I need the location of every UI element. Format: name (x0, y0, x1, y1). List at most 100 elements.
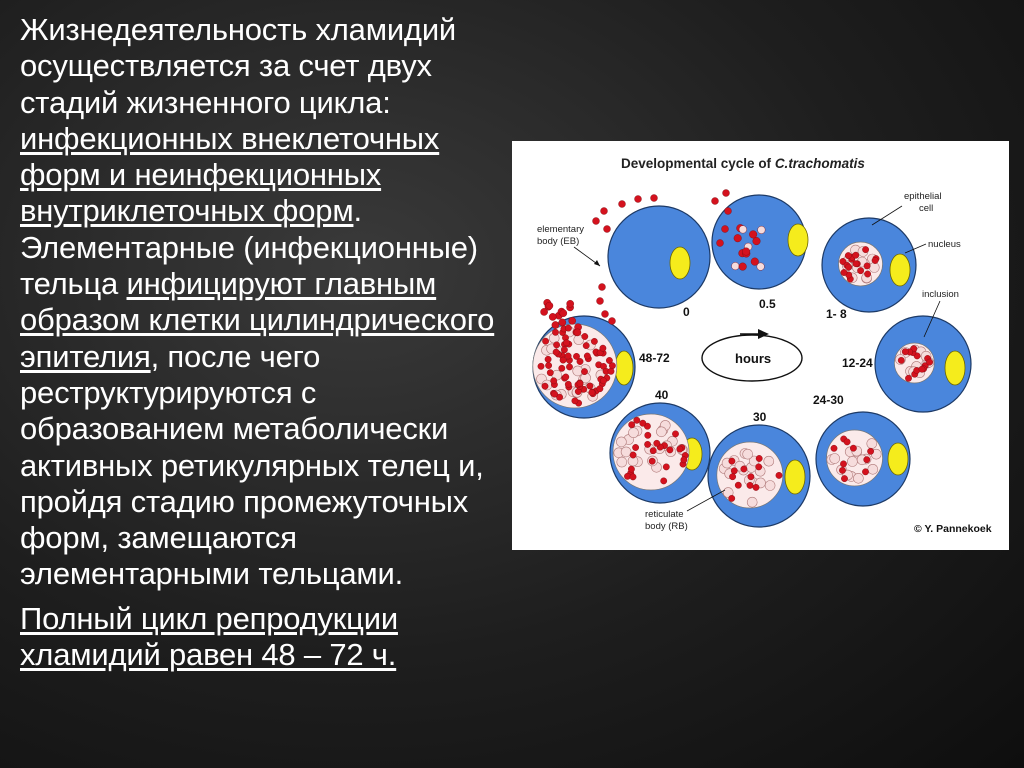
elementary-body (542, 337, 549, 345)
particles-layer (536, 189, 935, 508)
elementary-body (591, 337, 598, 345)
elementary-body (545, 362, 552, 369)
text-restructure: , после чего реструктурируются с образов… (20, 338, 484, 592)
elementary-body (756, 262, 765, 271)
text-infectious-forms: инфекционных внеклеточных форм и неинфек… (20, 120, 440, 229)
elementary-body (544, 355, 552, 363)
elementary-body (573, 352, 580, 360)
cycle-diagram: Developmental cycle of C.trachomatis hou… (532, 156, 992, 535)
elementary-body (840, 460, 847, 468)
stage-label-48-72: 48-72 (639, 351, 670, 365)
text-elementary-bodies: . Элементарные (инфекционные) тельца (20, 193, 478, 302)
stage-label-40: 40 (655, 388, 669, 402)
label-reticulate-body-2: body (RB) (645, 521, 688, 532)
elementary-body (632, 444, 640, 451)
elementary-body (740, 465, 748, 473)
elementary-body (556, 393, 563, 401)
developmental-cycle-figure: Developmental cycle of C.trachomatis hou… (512, 141, 1009, 550)
elementary-body (581, 368, 588, 376)
stage-label-30: 30 (753, 410, 767, 424)
label-nucleus: nucleus (928, 239, 961, 250)
paragraph-full-cycle: Полный цикл репродукции хламидий равен 4… (20, 600, 398, 673)
reticulate-body (628, 427, 639, 439)
elementary-body (553, 341, 560, 349)
nucleus (614, 350, 634, 386)
figure-copyright: © Y. Pannekoek (914, 523, 992, 535)
elementary-body (722, 189, 730, 197)
elementary-body (728, 494, 736, 502)
reticulate-body (616, 456, 628, 468)
elementary-body (571, 397, 579, 405)
elementary-body (662, 463, 670, 471)
elementary-body (862, 246, 869, 254)
elementary-body (559, 356, 567, 364)
elementary-body (749, 230, 758, 239)
elementary-body (845, 263, 852, 271)
elementary-body (738, 225, 747, 234)
nucleus (787, 223, 809, 257)
elementary-body (864, 270, 871, 278)
elementary-body (576, 380, 584, 387)
elementary-body (746, 481, 754, 489)
label-inclusion: inclusion (922, 289, 959, 300)
elementary-body (752, 237, 761, 246)
reticulate-body (763, 455, 775, 467)
elementary-body (738, 262, 747, 271)
elementary-body (733, 234, 742, 243)
elementary-body (841, 475, 848, 482)
elementary-body (551, 321, 560, 329)
elementary-body (863, 262, 871, 270)
elementary-body (731, 262, 740, 271)
elementary-body (871, 257, 879, 264)
elementary-body (598, 283, 606, 291)
reticulate-body (866, 438, 878, 449)
elementary-body (750, 257, 759, 266)
elementary-body (830, 444, 838, 452)
elementary-body (564, 380, 572, 388)
elementary-body (862, 468, 869, 476)
elementary-body (541, 382, 549, 390)
elementary-body (628, 465, 635, 473)
elementary-body (672, 430, 679, 438)
stage-label-0-5: 0.5 (759, 297, 776, 311)
elementary-body (639, 419, 647, 427)
reticulate-body (764, 480, 776, 491)
elementary-body (852, 251, 860, 259)
elementary-body (564, 352, 572, 360)
elementary-body (680, 456, 688, 464)
nucleus (669, 246, 691, 280)
elementary-body (565, 324, 572, 332)
elementary-body (628, 421, 636, 429)
elementary-body (843, 438, 851, 446)
elementary-body (755, 463, 763, 471)
leader-nucleus (904, 243, 927, 254)
reticulate-body (829, 453, 841, 464)
label-elementary-body-2: body (EB) (537, 236, 579, 247)
elementary-body (609, 362, 616, 370)
nucleus (889, 253, 911, 287)
elementary-body (852, 260, 860, 268)
elementary-body (840, 269, 848, 276)
elementary-body (600, 377, 607, 385)
leader-eb-arrow (594, 260, 600, 266)
elementary-body (596, 385, 604, 393)
reticulate-body (722, 487, 734, 498)
elementary-body (863, 456, 871, 464)
reticulate-body (656, 426, 667, 438)
elementary-body (552, 348, 560, 356)
elementary-body (562, 373, 570, 381)
nucleus (887, 442, 909, 476)
elementary-body (752, 483, 760, 491)
elementary-body (559, 309, 568, 317)
elementary-body (755, 455, 763, 462)
elementary-body (644, 440, 652, 448)
elementary-body (747, 473, 755, 481)
stage-label-0: 0 (683, 305, 690, 319)
elementary-body (576, 358, 584, 365)
elementary-body (901, 348, 909, 356)
elementary-body (608, 317, 616, 325)
stage-label-12-24: 12-24 (842, 356, 873, 370)
reticulate-body (742, 448, 753, 460)
elementary-body (634, 195, 642, 203)
elementary-body (546, 369, 554, 377)
